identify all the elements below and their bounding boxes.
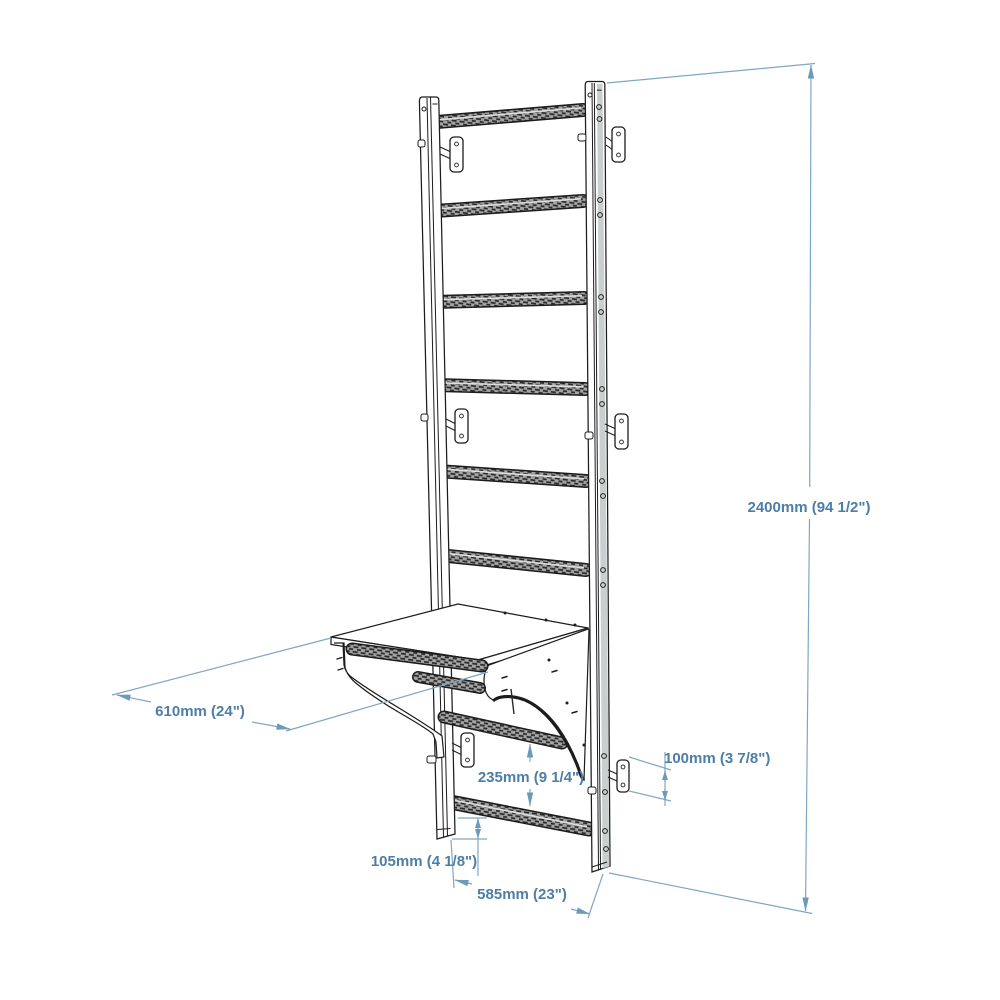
svg-text:2400mm (94 1/2"): 2400mm (94 1/2") [747,499,870,516]
svg-text:235mm (9 1/4"): 235mm (9 1/4") [478,769,584,786]
svg-text:100mm (3 7/8"): 100mm (3 7/8") [664,750,770,767]
svg-text:610mm (24"): 610mm (24") [155,703,245,720]
svg-text:585mm (23"): 585mm (23") [477,886,567,903]
svg-text:105mm (4 1/8"): 105mm (4 1/8") [371,853,477,870]
